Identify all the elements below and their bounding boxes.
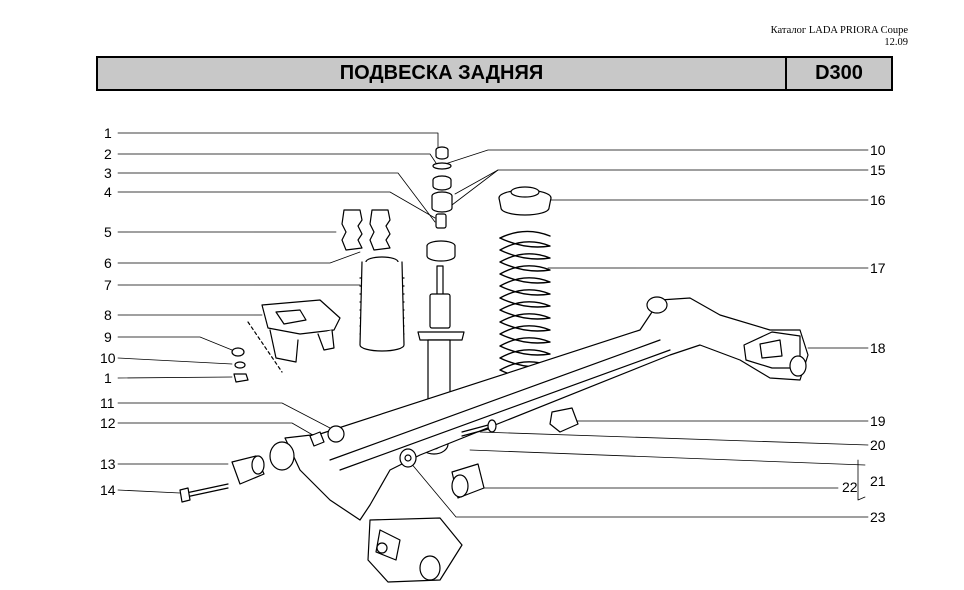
spring-insulator [498,186,552,216]
page-title: ПОДВЕСКА ЗАДНЯЯ [98,58,787,89]
callout-2: 2 [104,146,112,162]
callout-5: 5 [104,224,112,240]
small-hardware [231,347,249,383]
callout-1-top: 1 [104,125,112,141]
callout-4: 4 [104,184,112,200]
callout-19: 19 [870,413,886,429]
catalog-title: Каталог LADA PRIORA Coupe [770,25,908,36]
callout-12: 12 [100,415,116,431]
bump-stops [341,209,391,251]
catalog-reference: Каталог LADA PRIORA Coupe 12.09 [771,25,908,49]
title-bar: ПОДВЕСКА ЗАДНЯЯ D300 [96,56,893,91]
callout-16: 16 [870,192,886,208]
callout-21: 21 [870,473,886,489]
callout-7: 7 [104,277,112,293]
callout-8: 8 [104,307,112,323]
arm-bracket [247,299,341,373]
callout-23: 23 [870,509,886,525]
callout-11: 11 [100,395,115,411]
callout-10-left: 10 [100,350,116,366]
callout-17: 17 [870,260,886,276]
callout-10-right: 10 [870,142,886,158]
callout-14: 14 [100,482,116,498]
callout-6: 6 [104,255,112,271]
callout-labels: 1 2 3 4 5 6 7 8 9 10 1 11 12 13 14 10 15… [100,125,886,525]
callout-9: 9 [104,329,112,345]
callout-3: 3 [104,165,112,181]
bushings-bolts [179,407,579,503]
callout-18: 18 [870,340,886,356]
top-mount-stack [426,146,456,262]
callout-15: 15 [870,162,886,178]
callout-22: 22 [842,479,858,495]
leader-lines [117,132,869,518]
catalog-date: 12.09 [884,37,908,48]
section-code: D300 [815,62,863,84]
dust-boot [359,256,405,352]
rear-axle-beam [269,296,809,583]
callout-20: 20 [870,437,886,453]
callout-1-left: 1 [104,370,112,386]
callout-13: 13 [100,456,116,472]
